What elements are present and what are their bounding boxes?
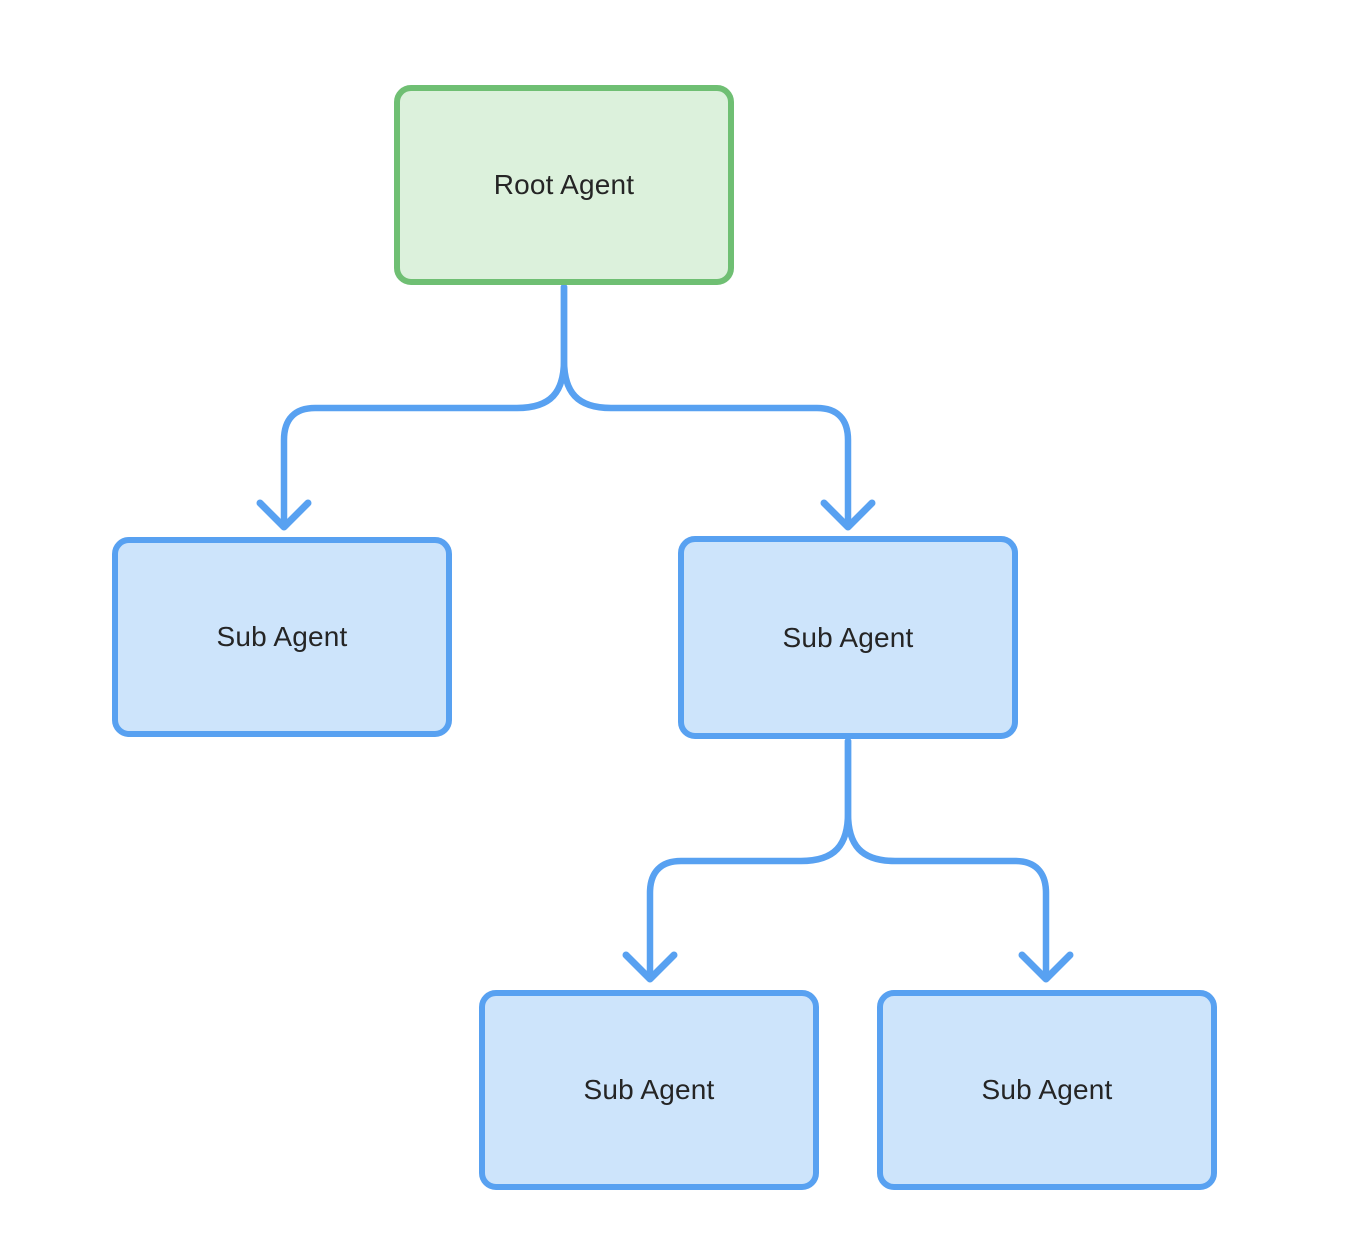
node-sub-agent-bottom-right[interactable]: Sub Agent <box>877 990 1217 1190</box>
node-label: Sub Agent <box>981 1074 1113 1105</box>
edge-sub-right-to-sub-bottom-left <box>622 737 852 983</box>
arrowhead-down-icon <box>256 499 312 531</box>
node-sub-agent-bottom-left[interactable]: Sub Agent <box>479 990 819 1190</box>
arrowhead-down-icon <box>1018 951 1074 983</box>
node-label: Sub Agent <box>216 621 348 652</box>
edge-line <box>646 737 852 975</box>
edge-sub-right-to-sub-bottom-right <box>844 737 1074 983</box>
edge-root-to-sub-right <box>560 283 876 531</box>
edge-line <box>560 283 852 523</box>
node-sub-agent-left[interactable]: Sub Agent <box>112 537 452 737</box>
node-root-agent[interactable]: Root Agent <box>394 85 734 285</box>
node-label: Sub Agent <box>782 621 914 653</box>
arrowhead-down-icon <box>820 499 876 531</box>
edge-line <box>844 737 1050 975</box>
node-label: Root Agent <box>493 169 635 200</box>
node-sub-agent-right[interactable]: Sub Agent <box>678 536 1018 739</box>
node-label: Sub Agent <box>583 1074 715 1105</box>
arrowhead-down-icon <box>622 951 678 983</box>
edge-root-to-sub-left <box>256 283 568 531</box>
edge-line <box>280 283 568 523</box>
